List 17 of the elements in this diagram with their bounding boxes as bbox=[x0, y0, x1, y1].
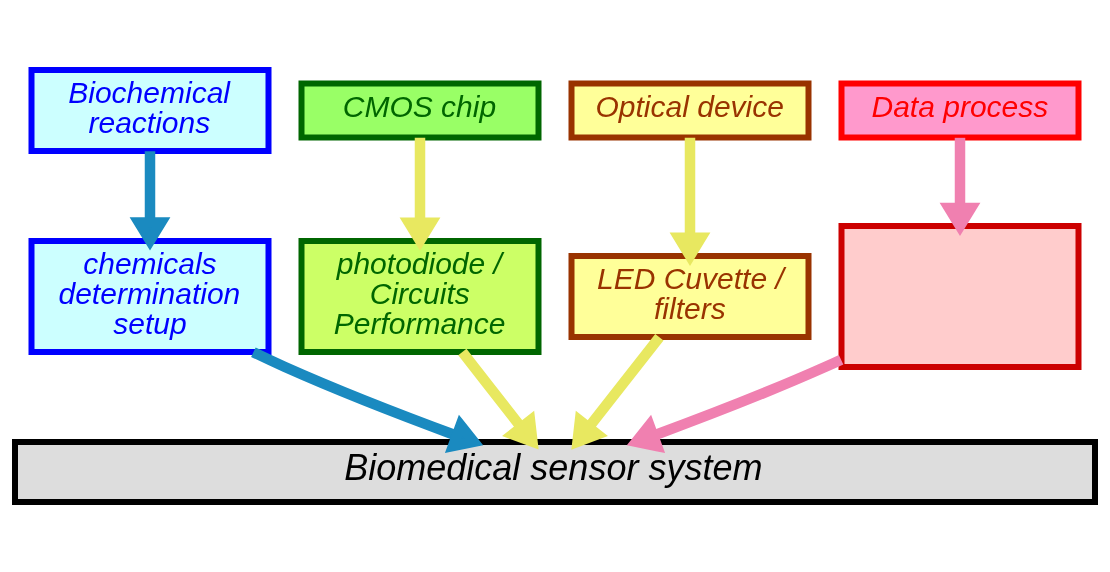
node-box: CMOS chip bbox=[298, 80, 542, 141]
node-box: Data process bbox=[838, 80, 1082, 141]
node-box: LED Cuvette / filters bbox=[568, 253, 812, 340]
arrow bbox=[129, 151, 171, 251]
node-box bbox=[838, 223, 1082, 370]
arrow bbox=[399, 137, 441, 251]
node-box: photodiode / Circuits Performance bbox=[298, 238, 542, 355]
node-box: Optical device bbox=[568, 80, 812, 141]
arrow bbox=[939, 137, 981, 236]
arrow bbox=[571, 333, 664, 450]
node-box: chemicals determination setup bbox=[28, 238, 272, 355]
arrow bbox=[626, 354, 844, 454]
arrow bbox=[669, 137, 711, 266]
node-box: Biomedical sensor system bbox=[12, 439, 1098, 505]
arrow bbox=[251, 347, 484, 454]
node-box: Biochemical reactions bbox=[28, 67, 272, 154]
arrow bbox=[458, 348, 539, 450]
